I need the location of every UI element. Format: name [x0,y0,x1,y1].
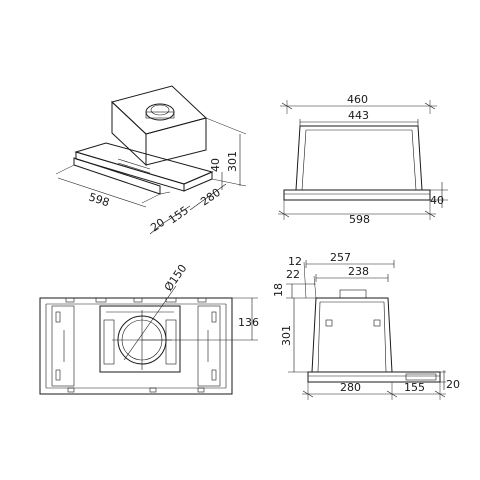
duct-diameter-label: Ø150 [162,262,190,294]
side-inner-depth-label: 238 [348,265,369,278]
side-lip-label: 20 [446,378,460,391]
plan-outline [39,297,233,395]
plan-view: Ø150 136 [39,262,259,395]
motor-frame [99,305,181,373]
front-inner-width-label: 443 [348,109,369,122]
front-panel-height-label: 40 [430,194,444,207]
front-overall-width-label: 598 [349,213,370,226]
iso-width-label: 598 [87,190,111,209]
side-outlet [339,289,367,299]
side-top-margin-label: 18 [272,283,285,297]
front-panel [283,189,431,201]
side-view: 257 238 12 22 18 301 2 [272,251,460,400]
front-view: 460 443 40 598 [278,93,448,226]
iso-panel-height-label: 40 [209,158,222,172]
housing-left-face [111,100,147,167]
slide-panel [73,157,161,195]
side-height-label: 301 [280,325,293,346]
side-offset-b-label: 22 [286,268,300,281]
iso-lip-label: 20 [148,216,167,235]
housing-top [111,85,207,135]
side-base-depth-label: 280 [340,381,361,394]
side-panel [307,371,441,383]
side-extension-label: 155 [404,381,425,394]
iso-height-label: 301 [226,151,239,172]
front-body [295,125,423,191]
housing-front-face [145,117,207,166]
side-body [311,297,393,373]
front-top-width-label: 460 [347,93,368,106]
duct-offset-label: 136 [238,316,259,329]
side-offset-a-label: 12 [288,255,302,268]
side-top-depth-label: 257 [330,251,351,264]
iso-slide-label: 155 [166,204,191,227]
isometric-view: 598 301 40 280 155 20 [55,85,247,235]
